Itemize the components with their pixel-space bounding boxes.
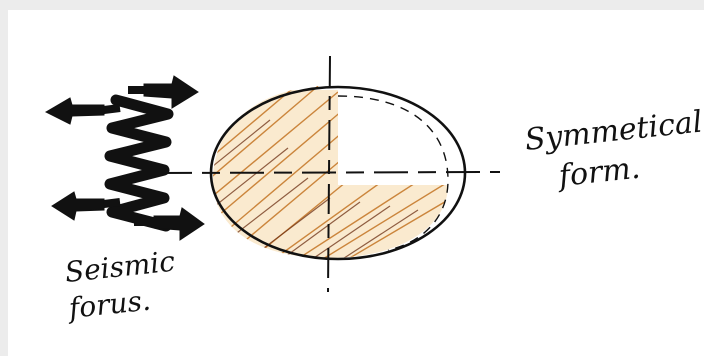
force-label-line1: Seismic [63, 245, 176, 289]
arrow-top-left-icon [46, 98, 104, 124]
arrow-bottom-right-icon [154, 208, 204, 240]
horizontal-axis [158, 172, 500, 173]
sketch-svg: Symmetical form. Seismic forus. [8, 10, 704, 356]
arrow-top-right-icon [144, 76, 198, 108]
form-label-line1: Symmetical [523, 105, 704, 158]
arrow-bottom-left-icon [52, 192, 104, 220]
seismic-zigzag [110, 100, 168, 226]
form-label-line2: form. [555, 151, 642, 195]
force-label-line2: forus. [65, 284, 152, 326]
